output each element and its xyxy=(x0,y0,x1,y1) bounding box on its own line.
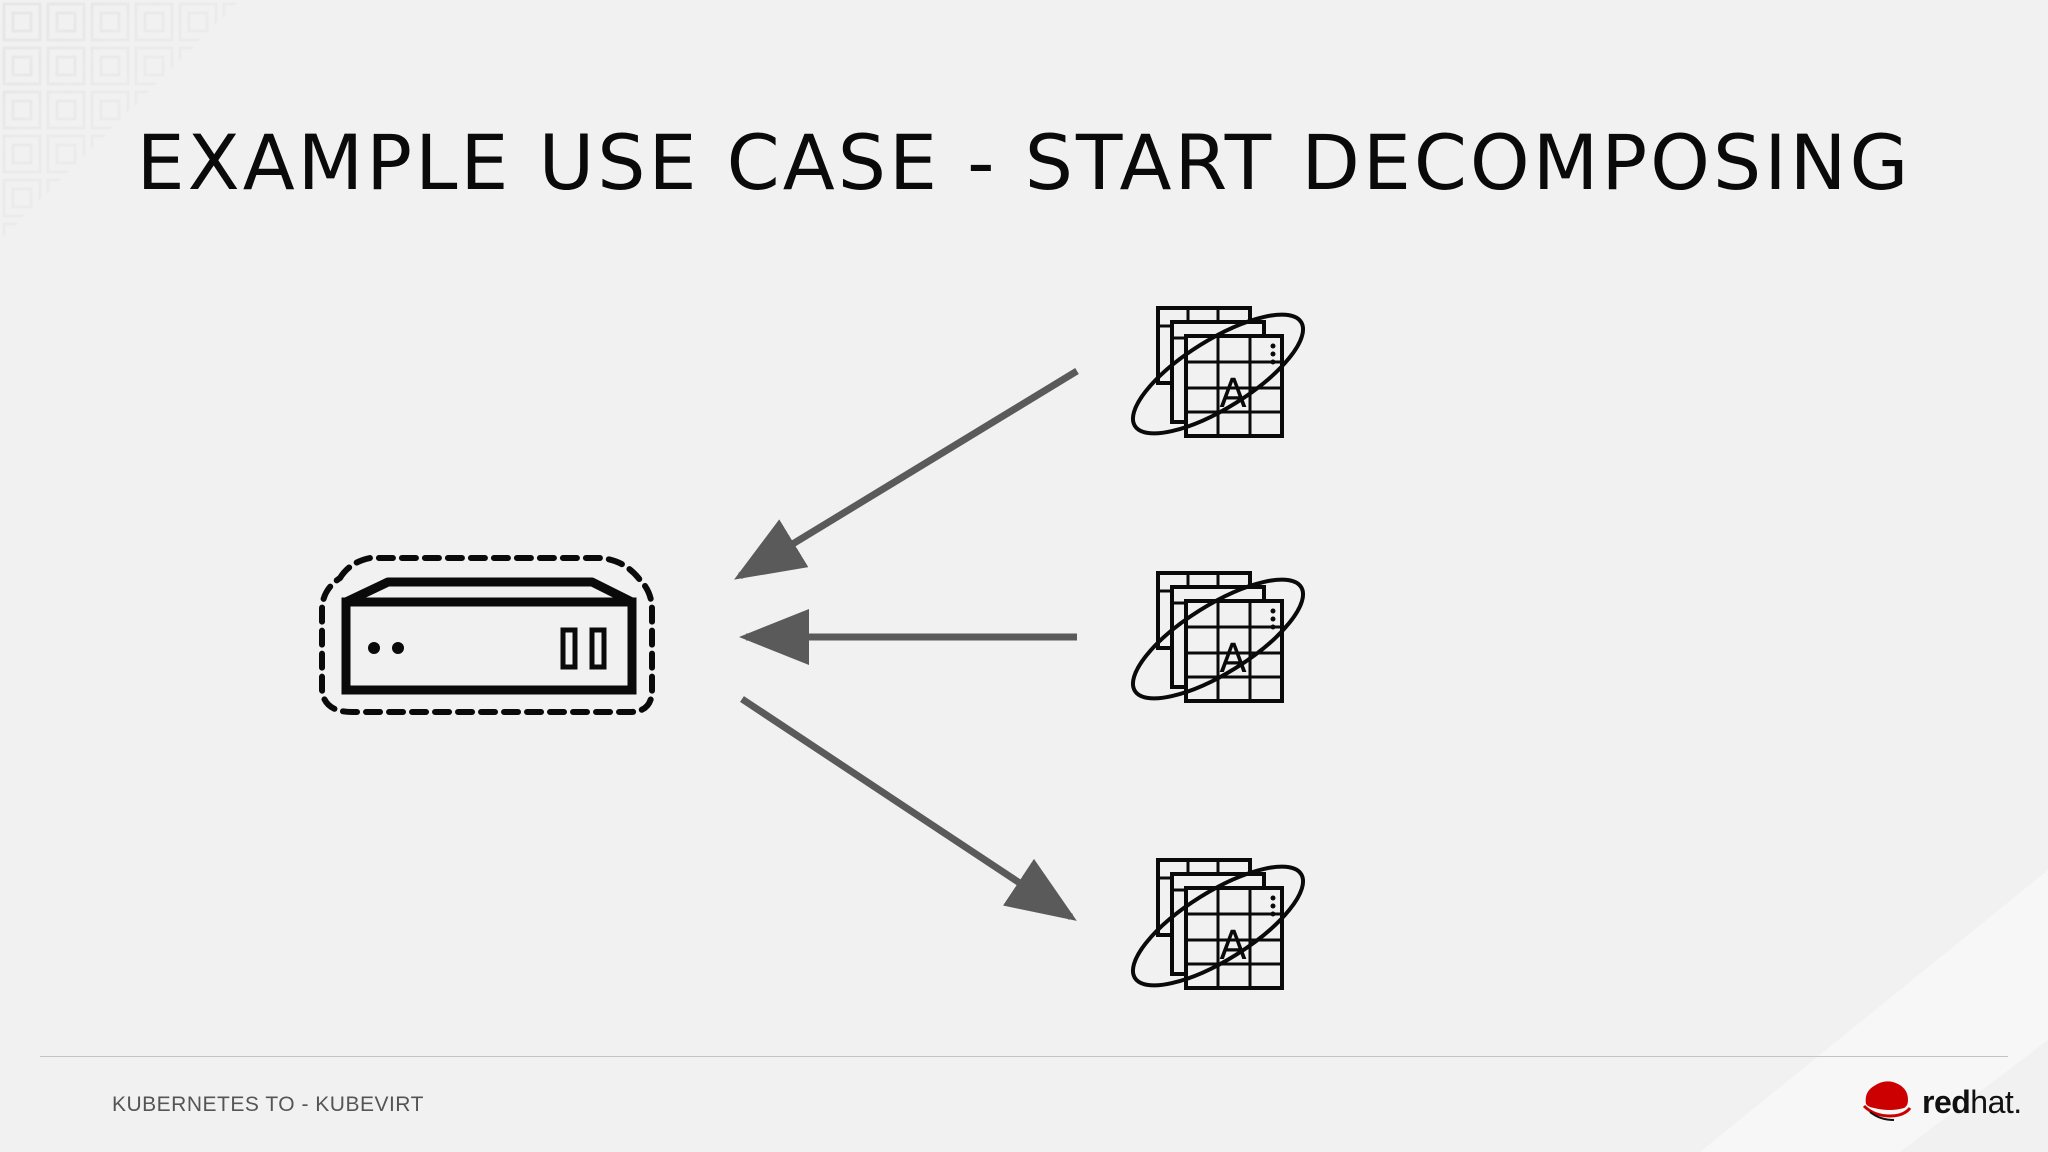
redhat-logo-icon xyxy=(1862,1081,1912,1121)
app-label: A xyxy=(1219,923,1247,969)
server-vm-icon xyxy=(319,555,655,715)
footer-text: KUBERNETES TO - KUBEVIRT xyxy=(112,1093,424,1116)
app-container-icon: A xyxy=(1130,571,1306,703)
slide-title: EXAMPLE USE CASE - START DECOMPOSING xyxy=(136,118,1912,207)
app-label: A xyxy=(1219,636,1247,682)
app-container-icon: A xyxy=(1130,306,1306,438)
app-label: A xyxy=(1219,371,1247,417)
arrow-app1-to-server xyxy=(734,368,1079,580)
footer-divider xyxy=(40,1056,2008,1057)
redhat-wordmark: redhat. xyxy=(1922,1084,2022,1121)
app-container-icon: A xyxy=(1130,858,1306,990)
wordmark-bold: red xyxy=(1922,1084,1971,1120)
wordmark-light: hat. xyxy=(1970,1084,2022,1120)
arrow-server-to-app3 xyxy=(740,696,1077,921)
